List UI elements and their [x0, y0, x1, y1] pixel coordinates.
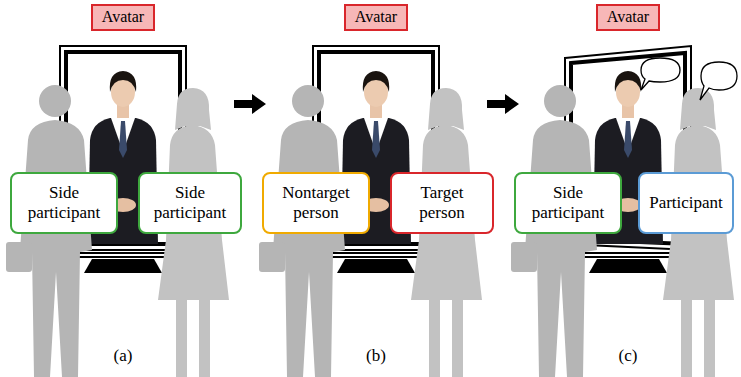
role-label-box: Target person — [390, 172, 494, 234]
role-label-box: Participant — [638, 172, 734, 234]
label-text: Nontarget person — [270, 183, 362, 222]
label-text: Participant — [649, 193, 723, 213]
name-tag: Avatar — [596, 4, 660, 31]
silhouettes — [511, 85, 734, 377]
role-label-box: Nontarget person — [262, 172, 370, 234]
label-text: Target person — [398, 183, 486, 222]
step-arrow — [487, 94, 519, 114]
panel-caption: (c) — [619, 346, 638, 366]
label-text: Side participant — [146, 183, 234, 222]
label-text: Avatar — [355, 8, 397, 26]
display-stand — [323, 253, 429, 273]
label-text: Side participant — [522, 183, 614, 222]
name-tag: Avatar — [344, 4, 408, 31]
step-arrow — [234, 94, 266, 114]
panel-caption: (a) — [114, 346, 133, 366]
role-label-box: Side participant — [10, 172, 118, 234]
panel-caption: (b) — [366, 346, 386, 366]
panel — [511, 46, 737, 377]
speech-bubble — [641, 58, 680, 90]
role-label-box: Side participant — [514, 172, 622, 234]
label-text: Avatar — [607, 8, 649, 26]
label-text: Avatar — [102, 8, 144, 26]
display-stand — [575, 253, 681, 273]
speech-bubble — [700, 62, 737, 100]
name-tag: Avatar — [91, 4, 155, 31]
display-stand — [70, 253, 176, 273]
role-label-box: Side participant — [138, 172, 242, 234]
label-text: Side participant — [18, 183, 110, 222]
